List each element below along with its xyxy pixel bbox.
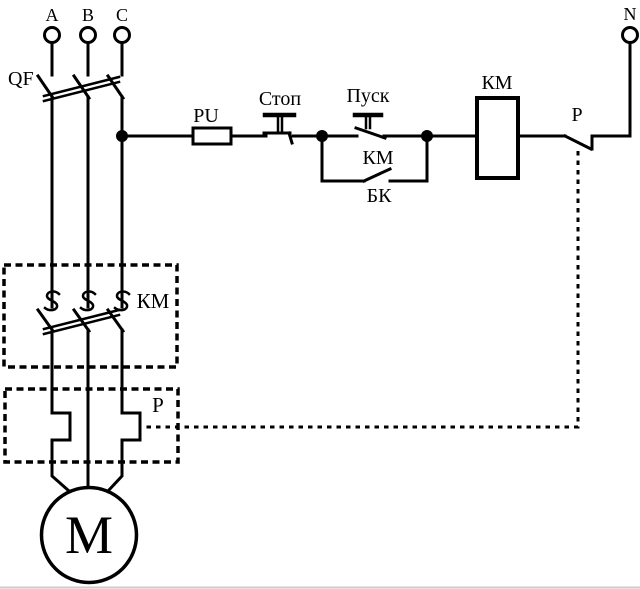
motor-circle-icon — [39, 485, 139, 585]
start-plunger-stem-icon — [364, 115, 372, 130]
motor-label: М — [65, 505, 113, 565]
stop-button: Стоп — [259, 88, 302, 145]
phase-bus-wires — [50, 95, 124, 309]
thermal-contact-p: Р — [562, 104, 632, 152]
coil-label: КМ — [481, 72, 512, 94]
fuse-icon — [191, 126, 233, 146]
phase-a-terminal-icon — [43, 26, 61, 44]
stop-button-label: Стоп — [259, 88, 302, 110]
thermal-contact-label: Р — [571, 104, 582, 126]
phase-b-label: B — [82, 5, 94, 25]
start-button: Пуск — [346, 85, 390, 140]
neutral-label: N — [624, 4, 637, 24]
coil-icon — [475, 96, 520, 180]
wires-to-motor — [50, 438, 124, 494]
fuse-label: PU — [193, 105, 219, 127]
qf-linkage-icon — [42, 75, 121, 103]
thermal-relay-box-outline — [3, 387, 180, 464]
contactor-box-outline — [2, 263, 179, 369]
thermal-trip-dashed-link — [140, 151, 580, 429]
thermal-contact-icon — [562, 133, 632, 152]
start-button-label: Пуск — [346, 85, 389, 107]
neutral-terminal-icon — [621, 26, 639, 44]
qf-breaker: QF — [8, 68, 126, 309]
start-contact-icon — [354, 126, 387, 140]
wires-contactor-to-relay — [50, 328, 124, 490]
phase-drop-wires — [50, 41, 124, 77]
stop-contact-icon — [262, 131, 294, 145]
contactor-box-label: КМ — [137, 289, 170, 313]
km-coil: КМ — [475, 72, 520, 180]
phase-c-terminal-icon — [113, 26, 131, 44]
phase-a-label: A — [46, 5, 59, 25]
aux-contact-label: КМ — [362, 147, 393, 169]
phase-b-terminal-icon — [79, 26, 97, 44]
heater-element-a-icon — [50, 411, 72, 442]
phase-terminals: A B C N — [43, 4, 639, 138]
thermal-relay-box-label: Р — [152, 393, 164, 417]
contactor-linkage-icon — [42, 308, 121, 336]
aux-contact-icon — [320, 134, 429, 183]
control-circuit: PU Стоп Пуск КМ БК К — [116, 72, 632, 207]
qf-label: QF — [8, 68, 34, 90]
contact-curl-a-icon — [43, 290, 61, 312]
km-contactor-box: КМ — [2, 263, 179, 369]
contact-curl-c-icon — [113, 290, 131, 312]
stop-plunger-stem-icon — [276, 115, 284, 134]
km-aux-contact: КМ БК — [320, 134, 429, 207]
fuse-pu: PU — [191, 105, 233, 146]
motor: М — [39, 485, 139, 585]
phase-c-label: C — [116, 5, 128, 25]
aux-contact-sub-label: БК — [367, 185, 392, 207]
thermal-relay-box: Р — [3, 387, 180, 464]
contact-curl-b-icon — [79, 290, 97, 312]
heater-element-c-icon — [120, 411, 142, 442]
